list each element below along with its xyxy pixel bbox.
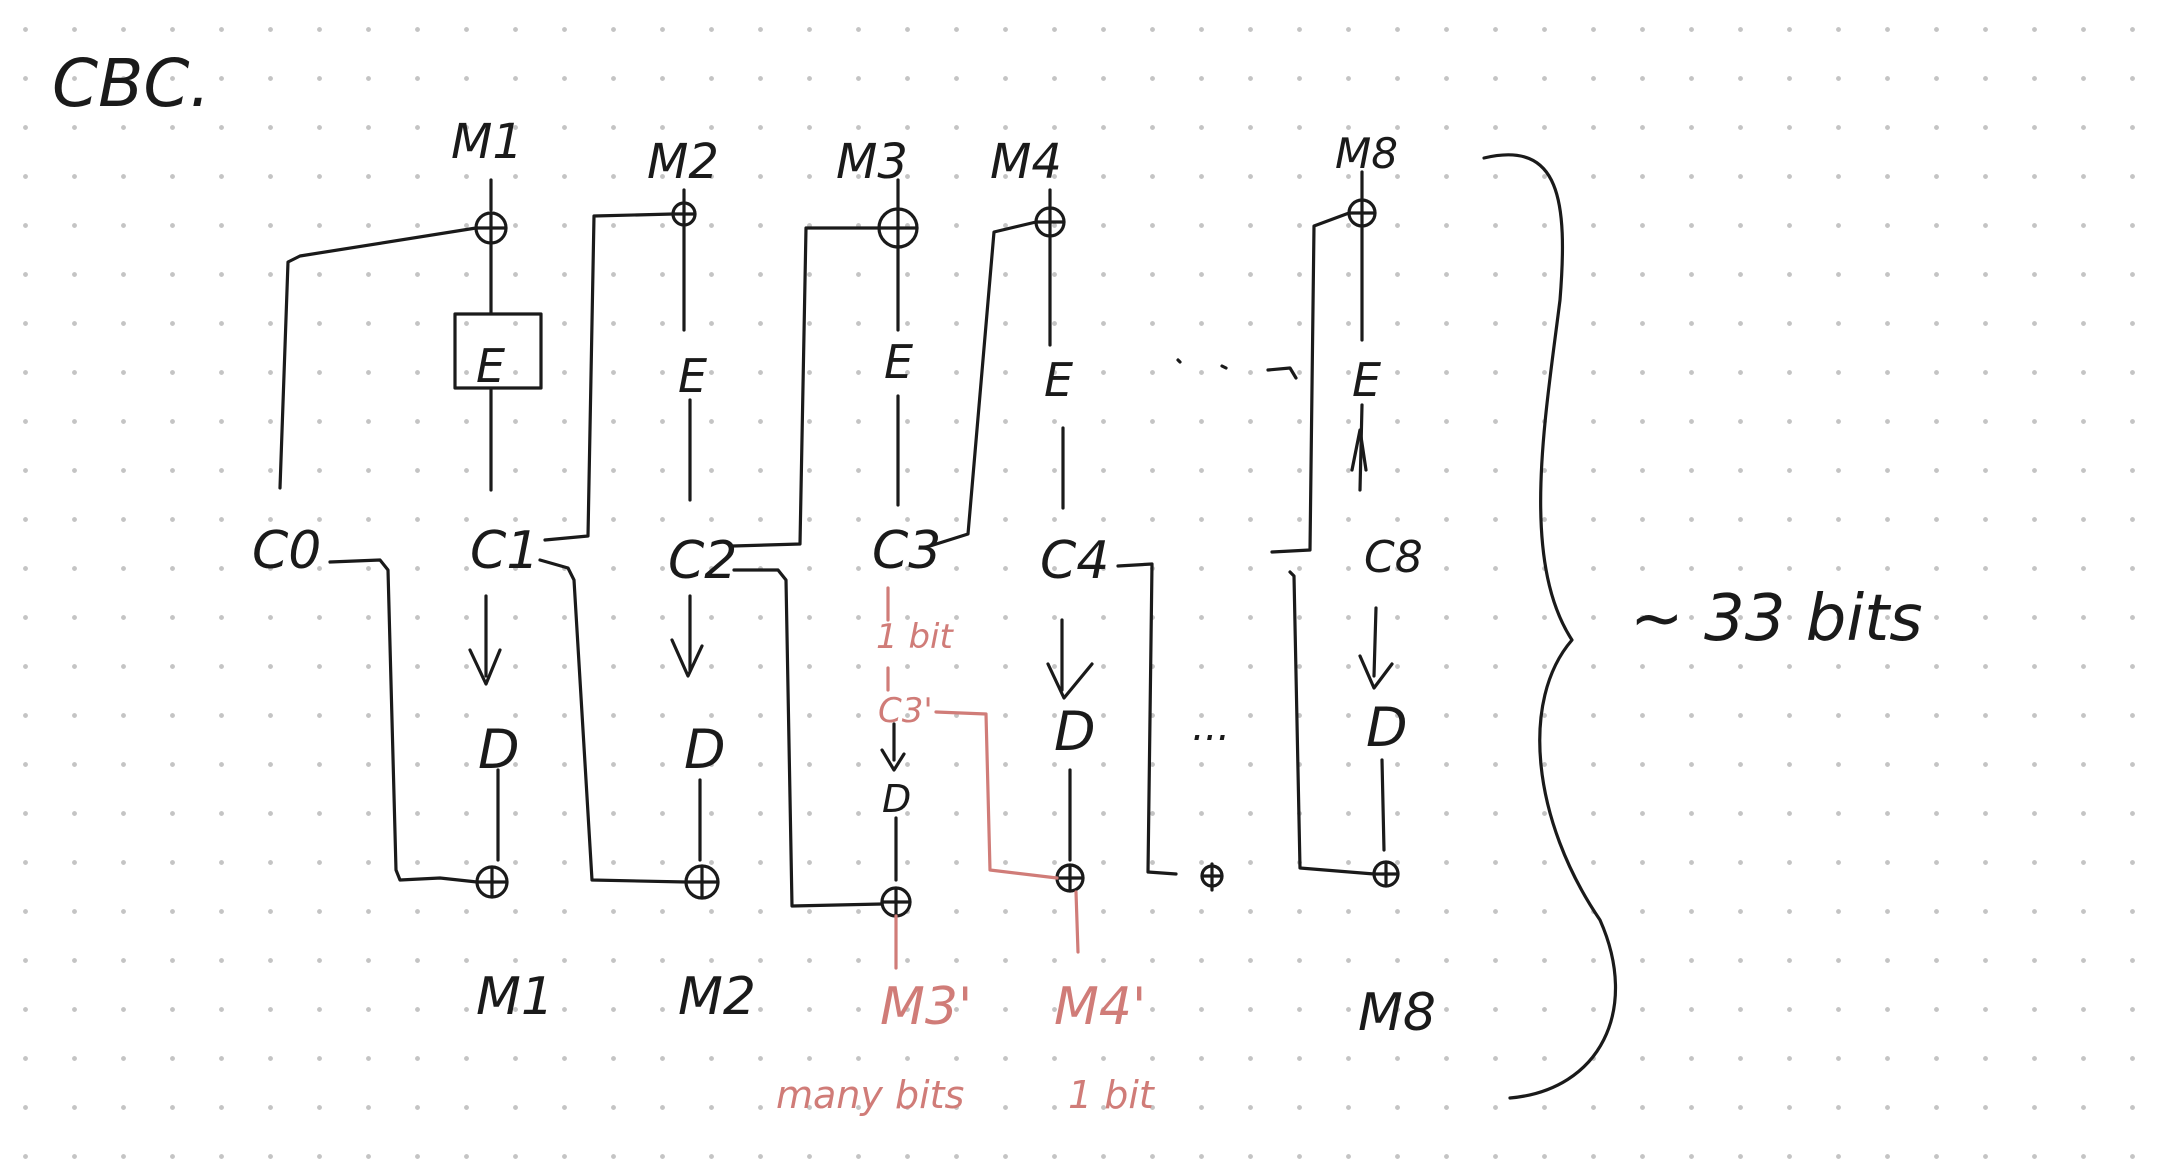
bottom-m2-label: M2 — [678, 967, 756, 1027]
encrypt-label-4: E — [1044, 353, 1073, 407]
c8-label: C8 — [1364, 532, 1423, 583]
encrypt-label-1: E — [476, 339, 505, 393]
decrypt-label-4: D — [1054, 700, 1096, 763]
c3-label: C3 — [872, 521, 941, 581]
total-bits-label: ~ 33 bits — [1630, 582, 1923, 656]
many-bits-note: many bits — [776, 1073, 964, 1117]
ellipsis: ... — [1192, 704, 1230, 750]
encrypt-label-3: E — [884, 335, 913, 389]
decrypt-label-1: D — [478, 718, 520, 781]
title: CBC. — [52, 45, 210, 122]
c4-label: C4 — [1040, 531, 1109, 591]
c3-prime-label: C3' — [878, 691, 933, 731]
c1-label: C1 — [470, 521, 539, 581]
one-bit-flip-note: 1 bit — [876, 617, 954, 657]
encrypt-label-2: E — [678, 349, 707, 403]
xor-bottom-3 — [880, 886, 912, 918]
encrypt-label-8: E — [1352, 353, 1381, 407]
bottom-m3-prime-label: M3' — [880, 977, 972, 1037]
xor-top-8 — [1347, 198, 1377, 228]
top-m2-label: M2 — [647, 134, 719, 190]
top-m3-label: M3 — [836, 134, 908, 190]
xor-top-4 — [1034, 206, 1066, 238]
xor-bottom-1 — [475, 865, 509, 899]
xor-bottom-4 — [1055, 863, 1085, 893]
decrypt-label-3: D — [882, 777, 911, 821]
top-m8-label: M8 — [1335, 129, 1398, 178]
bottom-m4-prime-label: M4' — [1054, 977, 1146, 1037]
bottom-m1-label: M1 — [476, 967, 554, 1027]
curly-brace — [1482, 153, 1617, 1100]
bottom-m8-label: M8 — [1358, 983, 1436, 1043]
c2-label: C2 — [668, 531, 737, 591]
xor-top-3 — [877, 207, 919, 249]
top-m1-label: M1 — [451, 114, 523, 170]
xor-top-1 — [474, 211, 508, 245]
encrypt-box-1 — [453, 312, 543, 390]
decrypt-label-2: D — [684, 718, 726, 781]
encryption-chain — [278, 170, 1377, 554]
xor-bottom-8 — [1372, 860, 1400, 888]
xor-bottom-5 — [1200, 862, 1224, 892]
xor-top-2 — [671, 201, 697, 227]
c0-label: C0 — [252, 521, 321, 581]
top-m4-label: M4 — [990, 134, 1062, 190]
xor-bottom-2 — [684, 864, 720, 900]
one-bit-note: 1 bit — [1068, 1073, 1156, 1117]
decryption-chain — [328, 558, 1400, 970]
decrypt-label-8: D — [1366, 696, 1408, 759]
